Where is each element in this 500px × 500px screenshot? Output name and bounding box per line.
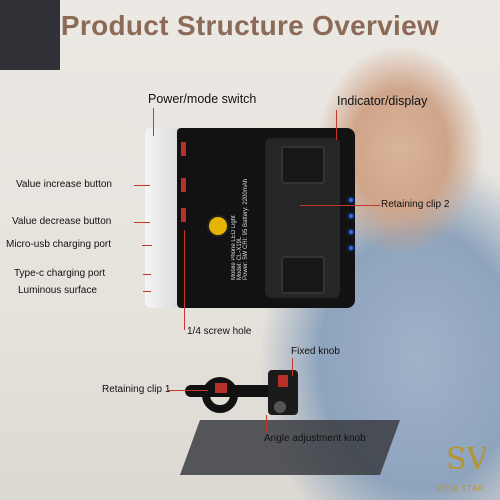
led-indicator-3 (349, 230, 353, 234)
keyboard-background (179, 420, 401, 475)
leader-decrease (134, 222, 150, 223)
label-screw-hole: 1/4 screw hole (187, 326, 252, 337)
label-luminous-surface: Luminous surface (18, 285, 97, 296)
leader-angle-knob (266, 415, 267, 433)
label-retaining-clip-1: Retaining clip 1 (102, 384, 171, 395)
increase-button (181, 178, 186, 192)
leader-indicator (336, 110, 337, 140)
label-typec: Type-c charging port (14, 268, 106, 279)
leader-micro-usb (142, 245, 152, 246)
label-value-increase: Value increase button (16, 179, 112, 190)
led-indicator-4 (349, 246, 353, 250)
leader-clip-2 (300, 205, 380, 206)
label-value-decrease: Value decrease button (12, 216, 112, 227)
label-indicator-display: Indicator/display (337, 94, 428, 108)
brand-logo-letters: SV (446, 442, 486, 477)
laptop-background (0, 0, 60, 70)
clip-notch-bottom (281, 256, 325, 294)
leader-power (153, 108, 154, 136)
device-text: Mobile Phone LED Light Model: CL-X19L Po… (231, 150, 261, 280)
label-micro-usb: Micro-usb charging port (6, 239, 112, 250)
led-light-device: Mobile Phone LED Light Model: CL-X19L Po… (145, 128, 355, 308)
leader-typec (143, 274, 151, 275)
label-fixed-knob: Fixed knob (291, 346, 340, 357)
power-button (181, 142, 186, 156)
brand-logo: SV (446, 442, 486, 477)
led-indicator-1 (349, 198, 353, 202)
leader-increase (134, 185, 150, 186)
decrease-button (181, 208, 186, 222)
phone-clip (265, 138, 340, 298)
leader-fixed-knob (292, 358, 293, 376)
screw-hole (207, 215, 229, 237)
clip-notch-top (281, 146, 325, 184)
label-power-mode-switch: Power/mode switch (148, 92, 257, 106)
leader-screw (184, 230, 185, 330)
leader-clip-1 (168, 390, 208, 391)
label-retaining-clip-2: Retaining clip 2 (381, 199, 450, 210)
clip-knob-assembly (185, 370, 298, 415)
brand-name: VIEW STAR (436, 484, 484, 493)
page-title: Product Structure Overview (60, 10, 440, 41)
label-angle-knob: Angle adjustment knob (264, 433, 366, 444)
device-model-line3: Power: 5W CRI: 95 Battery: 2200mAh (243, 178, 249, 280)
led-indicator-2 (349, 214, 353, 218)
device-body: Mobile Phone LED Light Model: CL-X19L Po… (177, 128, 355, 308)
leader-luminous (143, 291, 151, 292)
